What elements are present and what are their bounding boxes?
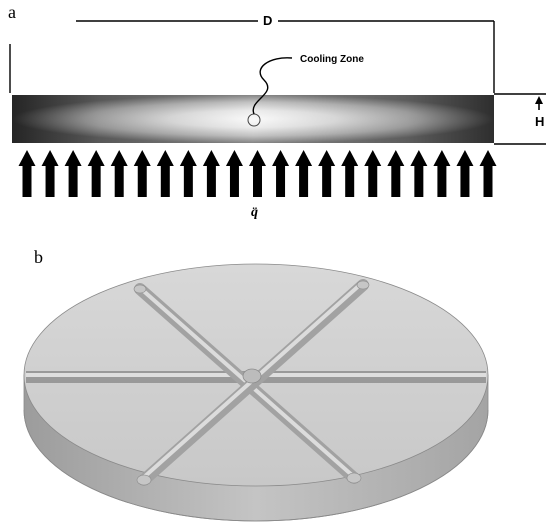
disk-rim-line <box>23 409 489 522</box>
height-dimension: H <box>494 93 546 145</box>
channel-end-top-left <box>133 284 147 294</box>
heat-flux-arrows <box>18 150 497 197</box>
diameter-label: D <box>263 13 272 28</box>
heat-flux-arrow <box>272 150 290 197</box>
panel-a-letter: a <box>8 2 16 22</box>
cooling-zone-label: Cooling Zone <box>300 54 364 65</box>
cooling-zone-callout: Cooling Zone <box>247 54 364 127</box>
channel-end-bottom-left <box>136 474 152 486</box>
heat-flux-arrow <box>364 150 382 197</box>
heat-flux-arrow <box>18 150 36 197</box>
heat-flux-arrow <box>433 150 451 197</box>
height-arrow-head <box>535 96 543 104</box>
heat-flux-arrow <box>456 150 474 197</box>
cooling-channels <box>26 279 486 486</box>
panel-b: b <box>23 247 489 522</box>
heat-flux-arrow <box>110 150 128 197</box>
panel-a: a D Cooling Zone H q̈ <box>8 2 546 220</box>
heat-flux-arrow <box>133 150 151 197</box>
heat-flux-arrow <box>341 150 359 197</box>
heat-flux-arrow <box>295 150 313 197</box>
heat-flux-arrow <box>387 150 405 197</box>
heat-flux-arrow <box>410 150 428 197</box>
channel-end-bottom-right <box>346 472 362 484</box>
heat-flux-arrow <box>202 150 220 197</box>
diameter-dimension: D <box>9 13 495 93</box>
heat-flux-arrow <box>318 150 336 197</box>
channel-hub <box>242 368 262 384</box>
heat-flux-arrow <box>179 150 197 197</box>
heat-flux-arrow <box>156 150 174 197</box>
heat-flux-arrow <box>249 150 266 197</box>
heat-flux-arrow <box>225 150 243 197</box>
heat-flux-arrow <box>41 150 59 197</box>
heat-flux-label: q̈ <box>251 205 258 220</box>
heat-flux-arrow <box>64 150 82 197</box>
height-label: H <box>535 114 544 129</box>
heated-plate-glow <box>12 95 494 143</box>
heat-flux-arrow <box>479 150 497 197</box>
channel-end-top-right <box>356 280 370 290</box>
cooling-zone-leader <box>252 57 293 115</box>
heat-flux-arrow <box>87 150 105 197</box>
panel-b-letter: b <box>34 247 43 267</box>
